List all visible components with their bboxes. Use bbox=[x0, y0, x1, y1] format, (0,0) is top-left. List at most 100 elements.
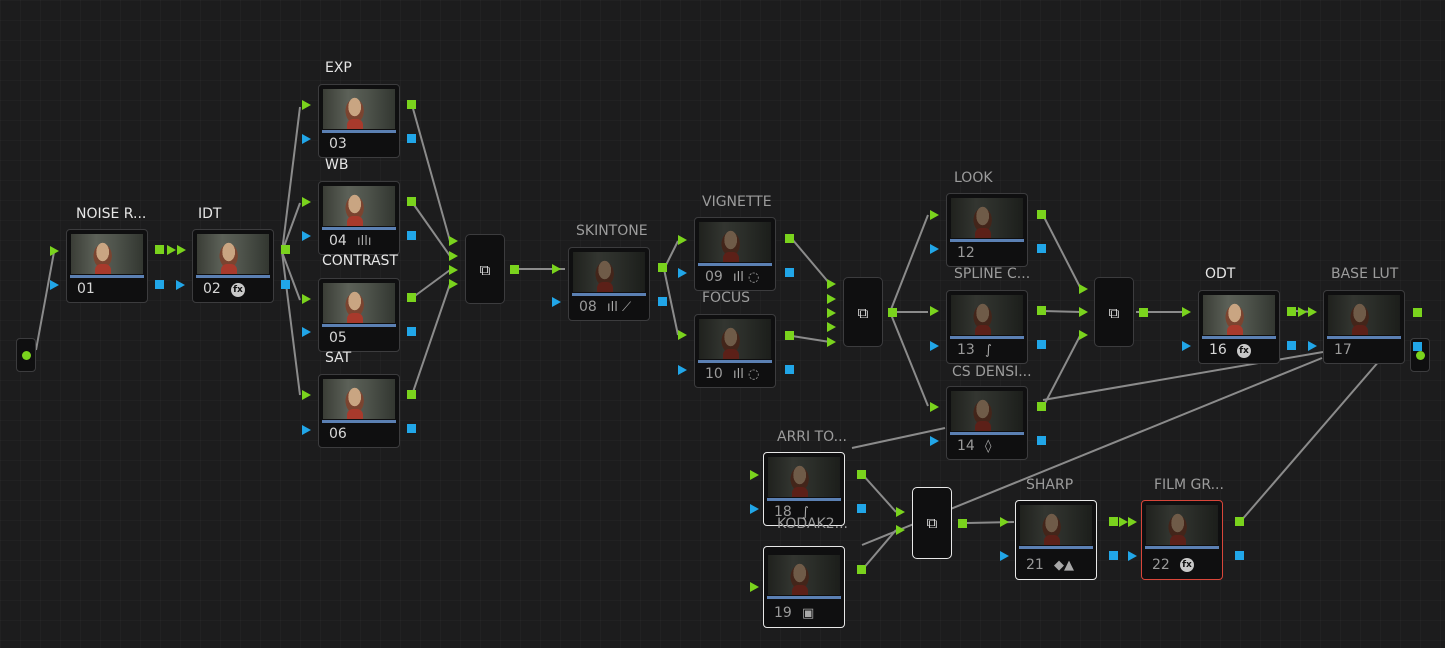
mixer2-in-3[interactable] bbox=[827, 308, 836, 318]
rgb-out-14[interactable] bbox=[1037, 402, 1046, 411]
node-05[interactable]: 05 bbox=[318, 278, 400, 352]
node-12[interactable]: 12 bbox=[946, 193, 1028, 267]
alpha-in-09[interactable] bbox=[678, 268, 687, 278]
rgb-in-22[interactable] bbox=[1128, 517, 1137, 527]
rgb-out-02[interactable] bbox=[281, 245, 290, 254]
rgb-out-12[interactable] bbox=[1037, 210, 1046, 219]
alpha-in-18[interactable] bbox=[750, 504, 759, 514]
rgb-out-04[interactable] bbox=[407, 197, 416, 206]
mixer1-in-4[interactable] bbox=[449, 279, 458, 289]
alpha-out-21[interactable] bbox=[1109, 551, 1118, 560]
alpha-out-02[interactable] bbox=[281, 280, 290, 289]
alpha-out-16[interactable] bbox=[1287, 341, 1296, 350]
alpha-out-22[interactable] bbox=[1235, 551, 1244, 560]
node-14[interactable]: 14 ◊ bbox=[946, 386, 1028, 460]
alpha-out-08[interactable] bbox=[658, 297, 667, 306]
alpha-in-22[interactable] bbox=[1128, 551, 1137, 561]
rgb-in-10[interactable] bbox=[678, 330, 687, 340]
node-03[interactable]: 03 bbox=[318, 84, 400, 158]
mixer3-out[interactable] bbox=[1139, 308, 1148, 317]
alpha-in-03[interactable] bbox=[302, 134, 311, 144]
rgb-in-21[interactable] bbox=[1000, 517, 1009, 527]
mixer2-out[interactable] bbox=[888, 308, 897, 317]
rgb-out-21[interactable] bbox=[1109, 517, 1118, 526]
node-04[interactable]: 04 ıllı bbox=[318, 181, 400, 255]
alpha-in-04[interactable] bbox=[302, 231, 311, 241]
mixer4-in-1[interactable] bbox=[896, 507, 905, 517]
node-19[interactable]: 19 ▣ bbox=[763, 546, 845, 628]
alpha-out-10[interactable] bbox=[785, 365, 794, 374]
rgb-in-06[interactable] bbox=[302, 390, 311, 400]
rgb-in-04[interactable] bbox=[302, 197, 311, 207]
alpha-in-05[interactable] bbox=[302, 327, 311, 337]
rgb-out-19[interactable] bbox=[857, 565, 866, 574]
rgb-in-17[interactable] bbox=[1308, 307, 1317, 317]
node-08[interactable]: 08 ıll ⟋ bbox=[568, 247, 650, 321]
alpha-in-08[interactable] bbox=[552, 297, 561, 307]
mixer2-in-5[interactable] bbox=[827, 337, 836, 347]
rgb-in-13[interactable] bbox=[930, 306, 939, 316]
rgb-in-05[interactable] bbox=[302, 294, 311, 304]
rgb-out-05[interactable] bbox=[407, 293, 416, 302]
mixer2-in-2[interactable] bbox=[827, 294, 836, 304]
mixer1-in-2[interactable] bbox=[449, 251, 458, 261]
node-17[interactable]: 17 bbox=[1323, 290, 1405, 364]
layer-mixer-node-3[interactable]: ⧉ bbox=[1094, 277, 1134, 347]
mixer1-out[interactable] bbox=[510, 265, 519, 274]
node-06[interactable]: 06 bbox=[318, 374, 400, 448]
rgb-out-06[interactable] bbox=[407, 390, 416, 399]
alpha-in-13[interactable] bbox=[930, 341, 939, 351]
node-09[interactable]: 09 ıll ◌ bbox=[694, 217, 776, 291]
rgb-out-01[interactable] bbox=[155, 245, 164, 254]
rgb-in-17-arrow[interactable] bbox=[1298, 307, 1307, 317]
source-input-dot[interactable] bbox=[22, 351, 31, 360]
rgb-out-18[interactable] bbox=[857, 470, 866, 479]
node-16[interactable]: 16 fx bbox=[1198, 290, 1280, 364]
rgb-out-17[interactable] bbox=[1413, 308, 1422, 317]
rgb-out-16[interactable] bbox=[1287, 307, 1296, 316]
output-end-dot[interactable] bbox=[1416, 351, 1425, 360]
rgb-out-09[interactable] bbox=[785, 234, 794, 243]
alpha-out-14[interactable] bbox=[1037, 436, 1046, 445]
rgb-in-03[interactable] bbox=[302, 100, 311, 110]
node-21[interactable]: 21 ◆▲ bbox=[1015, 500, 1097, 580]
alpha-in-12[interactable] bbox=[930, 244, 939, 254]
rgb-out-22[interactable] bbox=[1235, 517, 1244, 526]
alpha-out-03[interactable] bbox=[407, 134, 416, 143]
alpha-out-04[interactable] bbox=[407, 231, 416, 240]
alpha-out-06[interactable] bbox=[407, 424, 416, 433]
node-10[interactable]: 10 ıll ◌ bbox=[694, 314, 776, 388]
alpha-in-source[interactable] bbox=[50, 280, 59, 290]
rgb-in-18[interactable] bbox=[750, 470, 759, 480]
source-input[interactable] bbox=[16, 338, 36, 372]
node-01[interactable]: 01 bbox=[66, 229, 148, 303]
rgb-in-02-arrow[interactable] bbox=[167, 245, 176, 255]
rgb-in-source[interactable] bbox=[50, 246, 59, 256]
rgb-out-13[interactable] bbox=[1037, 306, 1046, 315]
alpha-out-13[interactable] bbox=[1037, 340, 1046, 349]
mixer3-in-1[interactable] bbox=[1079, 284, 1088, 294]
rgb-in-14[interactable] bbox=[930, 402, 939, 412]
node-02[interactable]: 02 fx bbox=[192, 229, 274, 303]
alpha-in-17[interactable] bbox=[1308, 341, 1317, 351]
mixer2-in-4[interactable] bbox=[827, 322, 836, 332]
rgb-out-03[interactable] bbox=[407, 100, 416, 109]
mixer1-in-3[interactable] bbox=[449, 265, 458, 275]
rgb-in-12[interactable] bbox=[930, 210, 939, 220]
rgb-in-02[interactable] bbox=[177, 245, 186, 255]
layer-mixer-node-2[interactable]: ⧉ bbox=[843, 277, 883, 347]
layer-mixer-node-1[interactable]: ⧉ bbox=[465, 234, 505, 304]
rgb-in-08[interactable] bbox=[552, 264, 561, 274]
alpha-in-14[interactable] bbox=[930, 436, 939, 446]
node-22[interactable]: 22 fx bbox=[1141, 500, 1223, 580]
rgb-in-09[interactable] bbox=[678, 235, 687, 245]
alpha-in-02-arrow[interactable] bbox=[176, 280, 185, 290]
node-13[interactable]: 13 ∫ bbox=[946, 290, 1028, 364]
alpha-in-10[interactable] bbox=[678, 365, 687, 375]
layer-mixer-node-4[interactable]: ⧉ bbox=[912, 487, 952, 559]
mixer4-out[interactable] bbox=[958, 519, 967, 528]
mixer2-in-1[interactable] bbox=[827, 279, 836, 289]
rgb-in-22-arrow[interactable] bbox=[1119, 517, 1128, 527]
alpha-out-12[interactable] bbox=[1037, 244, 1046, 253]
rgb-out-08[interactable] bbox=[658, 263, 667, 272]
